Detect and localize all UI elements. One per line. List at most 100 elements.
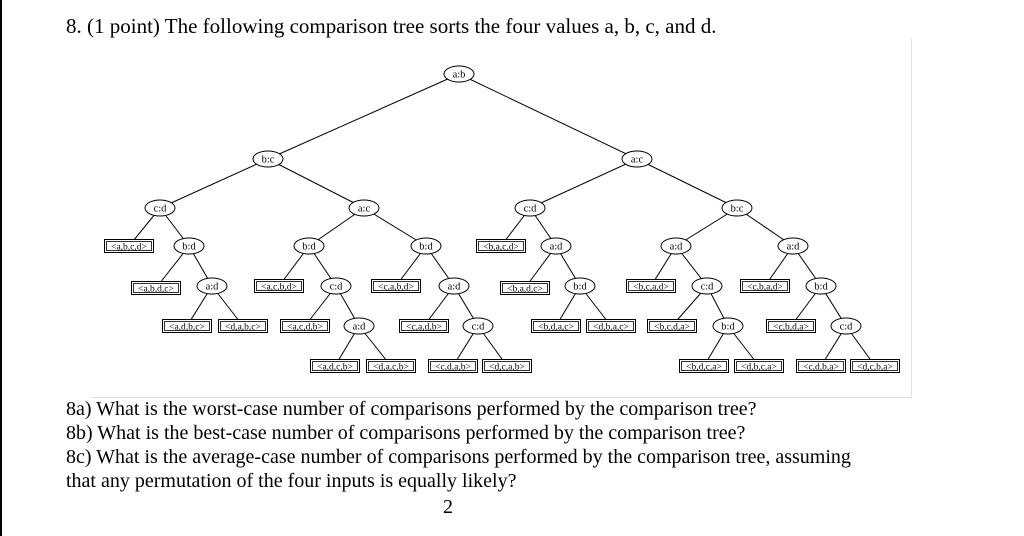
- leaf-permutation: <d,a,b,c>: [218, 319, 268, 333]
- comparison-node: c:d: [514, 199, 546, 217]
- leaf-box-outer: [366, 359, 416, 373]
- leaf-box-inner: [282, 321, 328, 331]
- comparison-label: c:d: [154, 204, 168, 215]
- comparison-node-shape: [540, 237, 572, 255]
- leaf-permutation: <a,c,b,d>: [254, 279, 304, 293]
- leaf-box-outer: [162, 319, 212, 333]
- comparison-node: b:c: [252, 150, 284, 168]
- leaf-box-inner: [373, 281, 419, 291]
- comparison-node-shape: [564, 277, 596, 295]
- leaf-box-inner: [401, 321, 447, 331]
- comparison-node-shape: [830, 317, 862, 335]
- comparison-label: a:d: [550, 242, 564, 253]
- leaf-box-inner: [768, 321, 814, 331]
- leaf-permutation: <b,d,a,c>: [531, 319, 581, 333]
- comparison-node: a:b: [443, 65, 475, 83]
- comparison-label: a:d: [670, 242, 684, 253]
- comparison-node: c:d: [144, 199, 176, 217]
- comparison-node: a:d: [540, 237, 572, 255]
- leaf-box-inner: [798, 361, 844, 371]
- leaf-box-inner: [368, 361, 414, 371]
- comparison-node-shape: [805, 277, 837, 295]
- leaf-box-inner: [742, 281, 788, 291]
- leaf-label: <b,c,d,a>: [654, 323, 690, 333]
- comparison-label: b:d: [419, 242, 433, 253]
- leaf-label: <b,d,c,a>: [686, 363, 722, 373]
- questions-block: 8a) What is the worst-case number of com…: [66, 397, 966, 493]
- comparison-node-shape: [621, 150, 653, 168]
- comparison-node-shape: [691, 277, 723, 295]
- question-8c-continued: that any permutation of the four inputs …: [66, 470, 517, 492]
- leaf-permutation: <d,b,a,c>: [586, 319, 636, 333]
- leaf-permutation: <a,d,b,c>: [162, 319, 212, 333]
- leaf-permutation: <a,c,d,b>: [280, 319, 330, 333]
- leaf-permutation: <b,c,a,d>: [626, 279, 676, 293]
- leaf-label: <c,d,b,a>: [803, 363, 839, 373]
- comparison-node-shape: [438, 277, 470, 295]
- comparison-label: c:d: [840, 322, 854, 333]
- comparison-node-shape: [144, 199, 176, 217]
- leaf-label: <d,a,b,c>: [225, 323, 261, 333]
- leaf-box-outer: [310, 359, 360, 373]
- leaf-box-outer: [647, 319, 697, 333]
- comparison-label: c:d: [330, 282, 344, 293]
- comparison-node: b:d: [712, 317, 744, 335]
- comparison-node: b:d: [805, 277, 837, 295]
- leaf-box-inner: [649, 321, 695, 331]
- comparison-node: c:d: [320, 277, 352, 295]
- comparison-node: b:d: [293, 237, 325, 255]
- tree-edge: [267, 158, 365, 209]
- leaf-label: <c,a,b,d>: [378, 283, 414, 293]
- comparison-node-shape: [348, 199, 380, 217]
- comparison-label: b:d: [814, 282, 828, 293]
- leaf-label: <c,d,a,b>: [435, 363, 471, 373]
- leaf-box-outer: [399, 319, 449, 333]
- leaf-box-outer: [734, 359, 784, 373]
- comparison-label: b:c: [731, 204, 744, 215]
- leaf-box-inner: [484, 361, 530, 371]
- leaf-label: <a,b,c,d>: [111, 243, 147, 253]
- leaf-label: <a,b,d,c>: [138, 285, 174, 295]
- leaf-box-outer: [766, 319, 816, 333]
- comparison-label: a:b: [453, 70, 466, 81]
- leaf-label: <b,a,d,c>: [507, 285, 543, 295]
- leaf-label: <d,b,a,c>: [593, 323, 629, 333]
- leaf-box-outer: [218, 319, 268, 333]
- comparison-label: b:d: [302, 242, 316, 253]
- leaf-permutation: <d,c,b,a>: [850, 359, 900, 373]
- leaf-box-inner: [628, 281, 674, 291]
- leaf-label: <d,c,a,b>: [489, 363, 525, 373]
- leaf-box-inner: [588, 321, 634, 331]
- comparison-node-shape: [443, 65, 475, 83]
- comparison-label: a:d: [206, 282, 220, 293]
- leaf-permutation: <a,b,d,c>: [131, 281, 181, 295]
- comparison-node-shape: [320, 277, 352, 295]
- leaf-box-inner: [502, 283, 548, 293]
- leaf-permutation: <a,b,c,d>: [104, 239, 154, 253]
- leaf-box-inner: [256, 281, 302, 291]
- leaf-permutation: <b,d,c,a>: [679, 359, 729, 373]
- tree-edge: [458, 73, 638, 160]
- leaf-label: <a,d,b,c>: [169, 323, 205, 333]
- comparison-node-shape: [173, 237, 205, 255]
- comparison-node-shape: [293, 237, 325, 255]
- leaf-box-outer: [476, 239, 526, 253]
- comparison-node: b:d: [173, 237, 205, 255]
- comparison-node-shape: [660, 237, 692, 255]
- comparison-node-shape: [712, 317, 744, 335]
- leaf-permutation: <b,c,d,a>: [647, 319, 697, 333]
- tree-edge: [529, 158, 638, 209]
- leaf-box-outer: [371, 279, 421, 293]
- comparison-label: b:d: [182, 242, 196, 253]
- leaf-box-inner: [220, 321, 266, 331]
- leaf-box-outer: [131, 281, 181, 295]
- leaf-box-inner: [106, 241, 152, 251]
- comparison-node: a:d: [660, 237, 692, 255]
- leaf-box-outer: [679, 359, 729, 373]
- leaf-box-outer: [531, 319, 581, 333]
- comparison-node: b:c: [721, 199, 753, 217]
- tree-figure-frame: [92, 38, 912, 398]
- tree-edge: [267, 73, 460, 160]
